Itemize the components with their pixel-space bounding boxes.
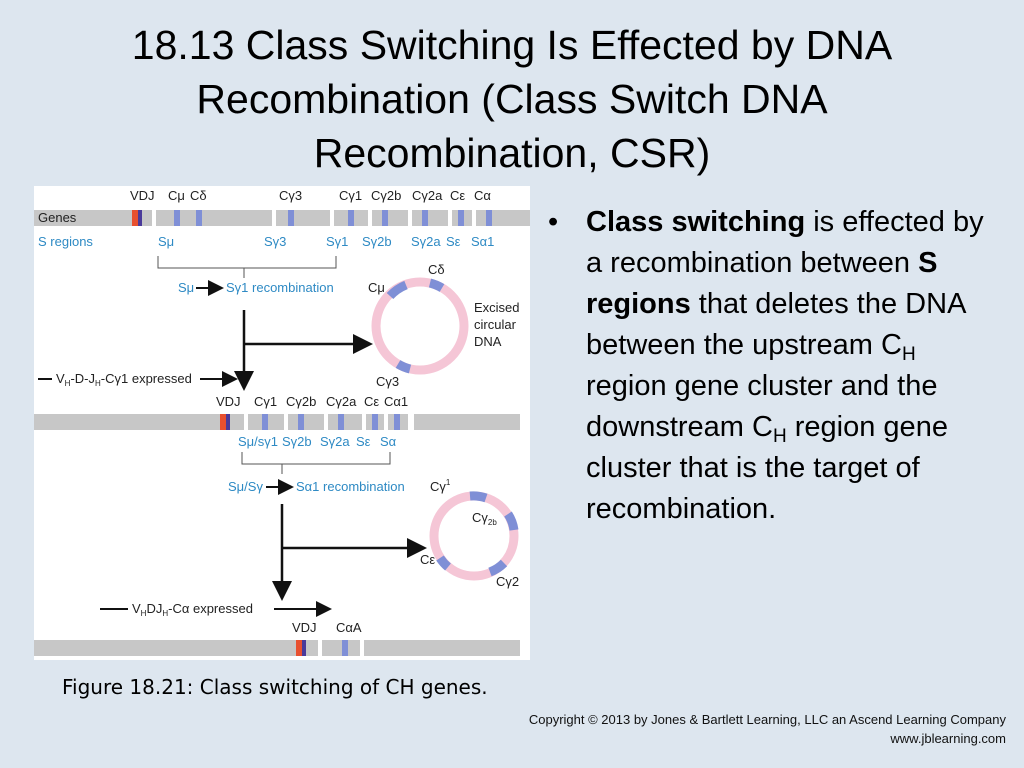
row2-s-g2b: Sγ2b bbox=[282, 434, 312, 449]
row2-s-e: Sε bbox=[356, 434, 371, 449]
row2-label-ce: Cε bbox=[364, 394, 379, 409]
copyright-line-2: www.jblearning.com bbox=[890, 731, 1006, 746]
circle2-label-cg2: Cγ2 bbox=[496, 574, 519, 589]
recombination-bracket-1 bbox=[157, 256, 337, 269]
row1-s-g1: Sγ1 bbox=[326, 234, 348, 249]
excised-label: Excised circular DNA bbox=[474, 300, 520, 349]
bullet-bold-class-switching: Class switching bbox=[586, 206, 806, 238]
title-line-2: Recombination (Class Switch DNA bbox=[196, 76, 828, 122]
bullet-point: • Class switching is effected by a recom… bbox=[548, 202, 988, 530]
row1-s-e: Sε bbox=[446, 234, 461, 249]
expressed2-label: VHDJH-Cα expressed bbox=[132, 601, 253, 618]
row1-s-g2b: Sγ2b bbox=[362, 234, 392, 249]
row1-s-mu: Sμ bbox=[158, 234, 174, 249]
row2-s-a: Sα bbox=[380, 434, 397, 449]
circle2-label-cg1: Cγ1 bbox=[430, 478, 451, 494]
rec1-from: Sμ bbox=[178, 280, 194, 295]
bullet-sub-h-2: H bbox=[772, 426, 787, 447]
row1-gene-labels: VDJ Cμ Cδ Cγ3 Cγ1 Cγ2b Cγ2a Cε Cα bbox=[130, 188, 491, 203]
title-line-3: Recombination, CSR) bbox=[313, 130, 711, 176]
row1-s-g2a: Sγ2a bbox=[411, 234, 441, 249]
genes-label: Genes bbox=[38, 210, 77, 225]
row2-label-cg2a: Cγ2a bbox=[326, 394, 357, 409]
excised-label-line3: DNA bbox=[474, 334, 502, 349]
row2-s-region-labels: Sμ/sγ1 Sγ2b Sγ2a Sε Sα bbox=[238, 434, 397, 449]
s-regions-label: S regions bbox=[38, 234, 93, 249]
row2-s-mu-g1: Sμ/sγ1 bbox=[238, 434, 278, 449]
bullet-text-3: region gene cluster and the downstream C bbox=[586, 370, 938, 443]
bullet-icon: • bbox=[548, 206, 559, 238]
bullet-text-4: region gene cluster that is the target o… bbox=[586, 411, 948, 525]
bullet-sub-h-1: H bbox=[901, 344, 916, 365]
row1-label-cg1: Cγ1 bbox=[339, 188, 362, 203]
rec2-text: Sα1 recombination bbox=[296, 479, 405, 494]
rec2-from: Sμ/Sγ bbox=[228, 479, 263, 494]
title-line-1: 18.13 Class Switching Is Effected by DNA bbox=[131, 22, 893, 68]
row1-label-cdelta: Cδ bbox=[190, 188, 207, 203]
row2-gene-labels: VDJ Cγ1 Cγ2b Cγ2a Cε Cα1 bbox=[216, 394, 408, 409]
circle1-label-cg3: Cγ3 bbox=[376, 374, 399, 389]
row1-label-cg2a: Cγ2a bbox=[412, 188, 443, 203]
row3-dna-bar bbox=[34, 640, 520, 656]
circle2-label-ce: Cε bbox=[420, 552, 435, 567]
row2-label-ca1: Cα1 bbox=[384, 394, 408, 409]
row2-label-vdj: VDJ bbox=[216, 394, 241, 409]
figure-diagram: VDJ Cμ Cδ Cγ3 Cγ1 Cγ2b Cγ2a Cε Cα bbox=[34, 188, 530, 656]
bullet-text: Class switching is effected by a recombi… bbox=[586, 202, 988, 530]
row1-label-ca: Cα bbox=[474, 188, 491, 203]
excised-circle-2 bbox=[429, 491, 519, 581]
row1-label-ce: Cε bbox=[450, 188, 465, 203]
figure-caption: Figure 18.21: Class switching of CH gene… bbox=[62, 675, 488, 699]
circle1-label-cmu: Cμ bbox=[368, 280, 385, 295]
row1-label-cg3: Cγ3 bbox=[279, 188, 302, 203]
bullet-bold-s-regions: S regions bbox=[586, 247, 938, 320]
row1-s-g3: Sγ3 bbox=[264, 234, 286, 249]
row1-s-region-labels: S regions Sμ Sγ3 Sγ1 Sγ2b Sγ2a Sε Sα1 bbox=[38, 234, 494, 249]
rec1-text: Sγ1 recombination bbox=[226, 280, 334, 295]
row2-label-cg1: Cγ1 bbox=[254, 394, 277, 409]
row1-label-cg2b: Cγ2b bbox=[371, 188, 401, 203]
row3-label-caa: CαA bbox=[336, 620, 362, 635]
slide-title: 18.13 Class Switching Is Effected by DNA… bbox=[40, 18, 984, 180]
circle2-label-cg2b: Cγ2b bbox=[472, 510, 497, 527]
row1-dna-bar bbox=[34, 210, 530, 226]
row1-s-a1: Sα1 bbox=[471, 234, 494, 249]
row3-label-vdj: VDJ bbox=[292, 620, 317, 635]
row2-label-cg2b: Cγ2b bbox=[286, 394, 316, 409]
row1-label-vdj: VDJ bbox=[130, 188, 155, 203]
recombination-bracket-2 bbox=[241, 452, 391, 465]
expressed1-label: VH-D-JH-Cγ1 expressed bbox=[56, 371, 192, 388]
bullet-text-2: that deletes the DNA between the upstrea… bbox=[586, 288, 965, 361]
excised-label-line1: Excised bbox=[474, 300, 520, 315]
excised-circle-1 bbox=[371, 277, 469, 375]
bullet-text-1: is effected by a recombination between bbox=[586, 206, 984, 279]
circle1-label-cdelta: Cδ bbox=[428, 262, 445, 277]
copyright-line-1: Copyright © 2013 by Jones & Bartlett Lea… bbox=[528, 712, 1006, 727]
row2-s-g2a: Sγ2a bbox=[320, 434, 350, 449]
class-switching-figure: VDJ Cμ Cδ Cγ3 Cγ1 Cγ2b Cγ2a Cε Cα bbox=[34, 186, 530, 660]
excised-label-line2: circular bbox=[474, 317, 517, 332]
copyright-notice: Copyright © 2013 by Jones & Bartlett Lea… bbox=[529, 710, 1006, 748]
row1-label-cmu: Cμ bbox=[168, 188, 185, 203]
row2-dna-bar bbox=[34, 414, 520, 430]
